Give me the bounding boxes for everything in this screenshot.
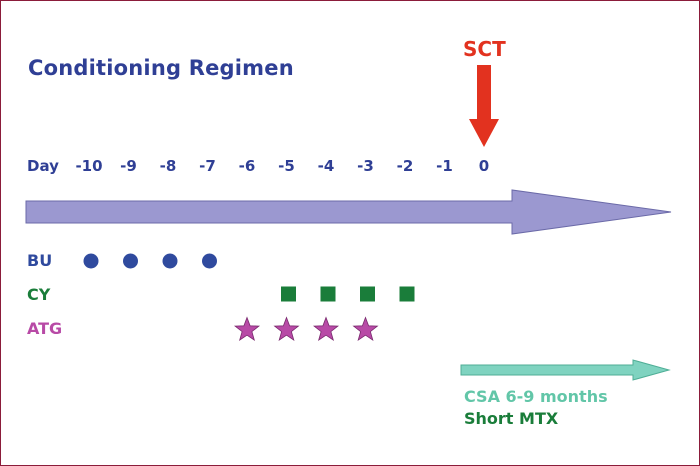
- sct-label: SCT: [463, 37, 506, 61]
- mtx-label: Short MTX: [464, 409, 559, 428]
- day-tick: -7: [199, 157, 216, 175]
- day-axis-label: Day: [27, 157, 59, 175]
- day-tick: -4: [317, 157, 335, 175]
- csa-arrow: [460, 359, 671, 381]
- bu-dose-circle: [202, 253, 217, 269]
- day-tick: -3: [357, 157, 374, 175]
- atg-dose-star: [233, 316, 261, 342]
- drug-label-atg: ATG: [27, 319, 63, 338]
- atg-dose-star: [273, 316, 300, 342]
- timeline-arrow: [25, 189, 672, 235]
- csa-label: CSA 6-9 months: [464, 387, 608, 406]
- day-tick: -8: [159, 157, 177, 175]
- atg-dose-star: [312, 316, 340, 342]
- bu-dose-circle: [123, 253, 138, 269]
- dose-markers: [83, 253, 415, 342]
- cy-dose-square: [399, 286, 415, 302]
- sct-arrow: [469, 65, 499, 147]
- day-tick: 0: [478, 157, 490, 175]
- page-title: Conditioning Regimen: [28, 56, 294, 80]
- bu-dose-circle: [162, 253, 178, 269]
- day-tick: -10: [75, 157, 103, 175]
- day-tick: -6: [238, 157, 256, 175]
- drug-label-bu: BU: [27, 251, 53, 270]
- drug-label-cy: CY: [27, 285, 51, 304]
- cy-dose-square: [281, 286, 296, 302]
- atg-dose-star: [352, 316, 379, 342]
- day-tick: -2: [396, 157, 414, 175]
- cy-dose-square: [320, 286, 336, 302]
- day-tick: -5: [278, 157, 295, 175]
- cy-dose-square: [360, 286, 375, 302]
- day-tick: -1: [436, 157, 453, 175]
- bu-dose-circle: [83, 253, 99, 269]
- day-tick: -9: [120, 157, 137, 175]
